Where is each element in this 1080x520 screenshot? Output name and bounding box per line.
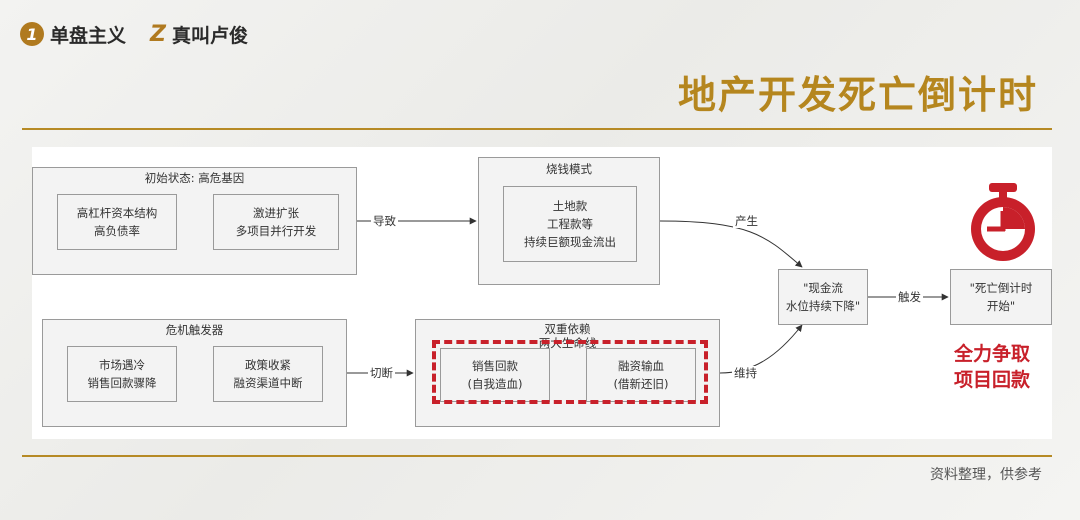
node-line: 土地款 bbox=[552, 199, 588, 213]
dual-dependence-caption: 双重依赖 bbox=[544, 322, 591, 336]
node-line: (自我造血) bbox=[467, 377, 523, 391]
brand-badge-icon: 1 bbox=[20, 22, 44, 46]
initial-state-caption: 初始状态: 高危基因 bbox=[144, 171, 245, 185]
crisis-trigger-group: 危机触发器 市场遇冷销售回款骤降 政策收紧融资渠道中断 bbox=[42, 319, 347, 427]
node-line: 融资输血 bbox=[617, 359, 664, 373]
node-line: (借新还旧) bbox=[613, 377, 669, 391]
cash-outflow-node: 土地款工程款等持续巨额现金流出 bbox=[503, 186, 637, 262]
node-line: 销售回款骤降 bbox=[87, 376, 157, 390]
node-line: 持续巨额现金流出 bbox=[524, 235, 616, 249]
node-line: 开始" bbox=[986, 299, 1016, 313]
financing-transfusion-node: 融资输血 (借新还旧) bbox=[586, 348, 696, 402]
footer-note: 资料整理，供参考 bbox=[930, 467, 1042, 483]
high-leverage-node: 高杠杆资本结构高负债率 bbox=[57, 194, 177, 250]
aggressive-expansion-node: 激进扩张多项目并行开发 bbox=[213, 194, 339, 250]
stopwatch-icon bbox=[971, 183, 1035, 261]
node-line: 多项目并行开发 bbox=[235, 224, 317, 238]
policy-tightening-node: 政策收紧融资渠道中断 bbox=[213, 346, 323, 402]
burn-mode-group: 烧钱模式 土地款工程款等持续巨额现金流出 bbox=[478, 157, 660, 285]
node-line: "死亡倒计时 bbox=[969, 281, 1033, 295]
edge-produce-arrow bbox=[659, 220, 803, 268]
edge-trigger-label: 触发 bbox=[896, 290, 923, 304]
diagram-canvas: 初始状态: 高危基因 高杠杆资本结构高负债率 激进扩张多项目并行开发 烧钱模式 … bbox=[32, 147, 1052, 439]
author-name: 真叫卢俊 bbox=[171, 24, 248, 47]
node-line: 销售回款 bbox=[471, 359, 518, 373]
crisis-trigger-caption: 危机触发器 bbox=[165, 323, 224, 337]
top-divider bbox=[22, 128, 1052, 130]
callout-text: 全力争取 项目回款 bbox=[942, 341, 1042, 393]
cash-flow-node: "现金流水位持续下降" bbox=[778, 269, 868, 325]
bottom-divider bbox=[22, 455, 1052, 457]
node-line: "现金流 bbox=[803, 281, 843, 295]
page-title: 地产开发死亡倒计时 bbox=[677, 72, 1038, 117]
node-line: 政策收紧 bbox=[245, 358, 291, 372]
burn-mode-caption: 烧钱模式 bbox=[546, 162, 592, 176]
market-cooling-node: 市场遇冷销售回款骤降 bbox=[67, 346, 177, 402]
brand-name: 单盘主义 bbox=[50, 24, 127, 47]
countdown-node: "死亡倒计时开始" bbox=[950, 269, 1052, 325]
edge-sustain-arrow bbox=[719, 324, 803, 374]
node-line: 工程款等 bbox=[547, 217, 593, 231]
node-line: 高杠杆资本结构 bbox=[76, 206, 158, 220]
highlight-dashed-frame bbox=[432, 340, 708, 404]
node-line: 市场遇冷 bbox=[99, 358, 145, 372]
callout-line: 项目回款 bbox=[953, 369, 1030, 391]
brand-logo: 1 单盘主义 Z 真叫卢俊 bbox=[20, 18, 248, 50]
edge-sustain-label: 维持 bbox=[732, 366, 759, 380]
edge-produce-label: 产生 bbox=[733, 214, 760, 228]
node-line: 高负债率 bbox=[94, 224, 140, 238]
node-line: 水位持续下降" bbox=[785, 299, 861, 313]
initial-state-group: 初始状态: 高危基因 高杠杆资本结构高负债率 激进扩张多项目并行开发 bbox=[32, 167, 357, 275]
edge-cut-label: 切断 bbox=[368, 366, 395, 380]
callout-line: 全力争取 bbox=[953, 343, 1030, 365]
node-line: 激进扩张 bbox=[253, 206, 299, 220]
author-z-icon: Z bbox=[150, 21, 166, 47]
node-line: 融资渠道中断 bbox=[233, 376, 303, 390]
edge-lead-label: 导致 bbox=[371, 214, 398, 228]
